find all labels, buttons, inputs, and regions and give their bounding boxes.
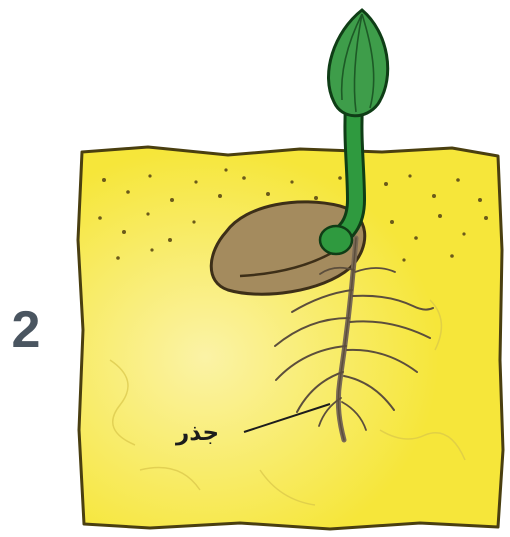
root-label: جذر: [176, 420, 219, 446]
stem-base: [320, 226, 352, 254]
bud: [329, 10, 388, 116]
step-number: 2: [4, 300, 48, 360]
